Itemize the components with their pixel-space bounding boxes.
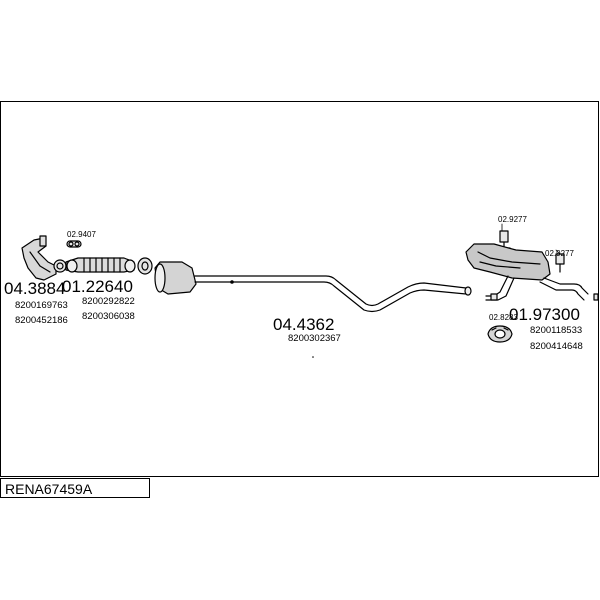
caption-box: RENA67459A (0, 478, 150, 498)
rubber-mount-icon-2 (555, 253, 565, 273)
mounting-ring-icon (487, 325, 513, 343)
flex-pipe-icon (65, 257, 136, 273)
oem-ref-5: 8200302367 (288, 333, 341, 344)
part-number-04-3884: 04.3884 (4, 279, 66, 298)
oem-ref-3: 8200292822 (82, 296, 135, 307)
oem-ref-2: 8200452186 (15, 315, 68, 326)
leader-lines (501, 223, 561, 255)
clamp-ring-icon (53, 259, 67, 273)
diagram-title: RENA67459A (5, 481, 93, 497)
fitting-label-02-9277-b: 02.9277 (545, 249, 574, 258)
part-number-04-4362: 04.4362 (273, 315, 335, 334)
oem-ref-7: 8200414648 (530, 341, 583, 352)
part-number-01-22640: 01.22640 (62, 277, 133, 296)
fitting-label-02-9277-a: 02.9277 (498, 215, 527, 224)
oem-ref-6: 8200118533 (530, 325, 583, 336)
diagram-frame (0, 101, 599, 477)
catalytic-converter-icon (21, 235, 65, 281)
middle-silencer-icon (154, 261, 197, 295)
clamp-icon (137, 257, 153, 275)
part-number-01-97300: 01.97300 (509, 305, 580, 324)
intermediate-pipe-icon (194, 275, 472, 313)
oem-ref-4: 8200306038 (82, 311, 135, 322)
gasket-icon (66, 240, 82, 248)
oem-ref-1: 8200169763 (15, 300, 68, 311)
fitting-label-02-9407: 02.9407 (67, 230, 96, 239)
rear-clamp-icon (490, 293, 599, 301)
fitting-label-02-8283: 02.8283 (489, 313, 518, 322)
